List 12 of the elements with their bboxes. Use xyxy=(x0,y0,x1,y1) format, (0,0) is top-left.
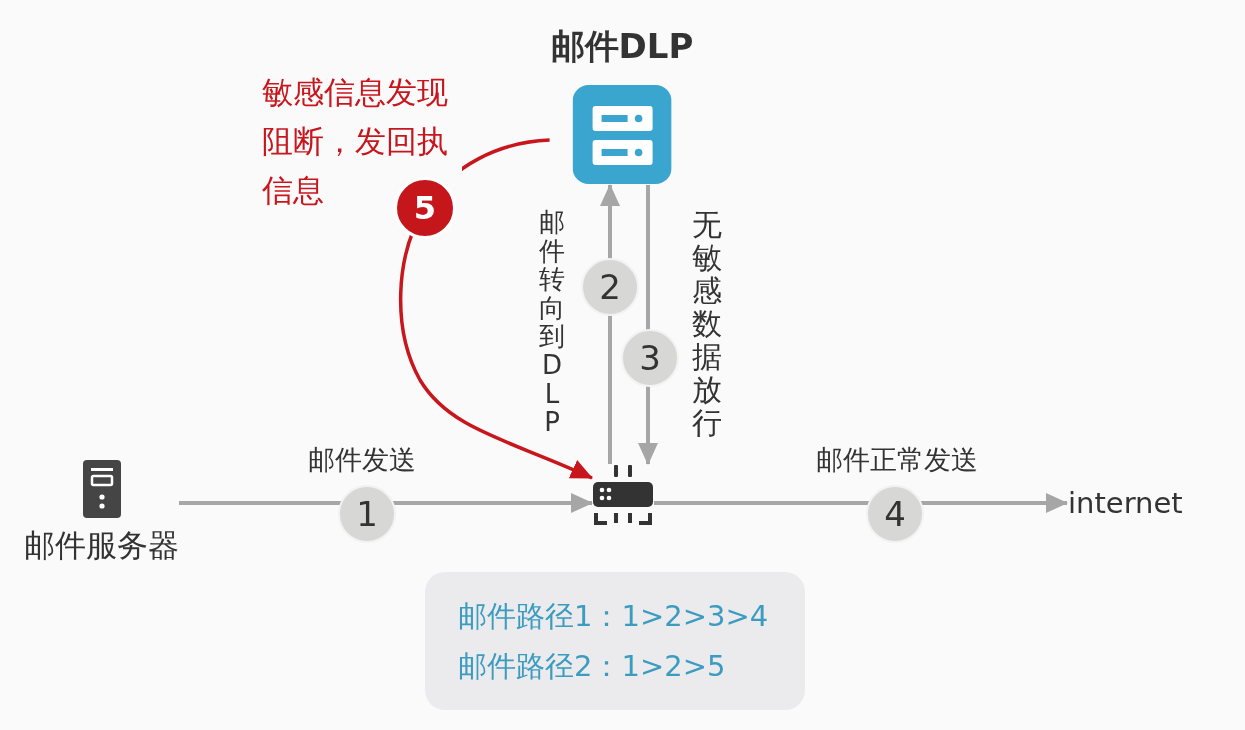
step-number: 1 xyxy=(338,485,396,543)
path-text: 邮件路径1：1>2>3>4 xyxy=(458,598,769,635)
path-text: 邮件路径2：1>2>5 xyxy=(458,648,726,685)
node-title: 邮件DLP xyxy=(550,26,694,67)
step-number: 2 xyxy=(581,258,639,316)
step-number: 3 xyxy=(621,329,679,387)
step-number: 5 xyxy=(394,177,456,239)
node-label: 邮件服务器 xyxy=(24,526,179,564)
node-label: internet xyxy=(1068,486,1183,521)
step-number: 4 xyxy=(866,485,924,543)
arrow xyxy=(654,493,1068,513)
edge-label: 无敏感数据放行 xyxy=(692,208,722,439)
